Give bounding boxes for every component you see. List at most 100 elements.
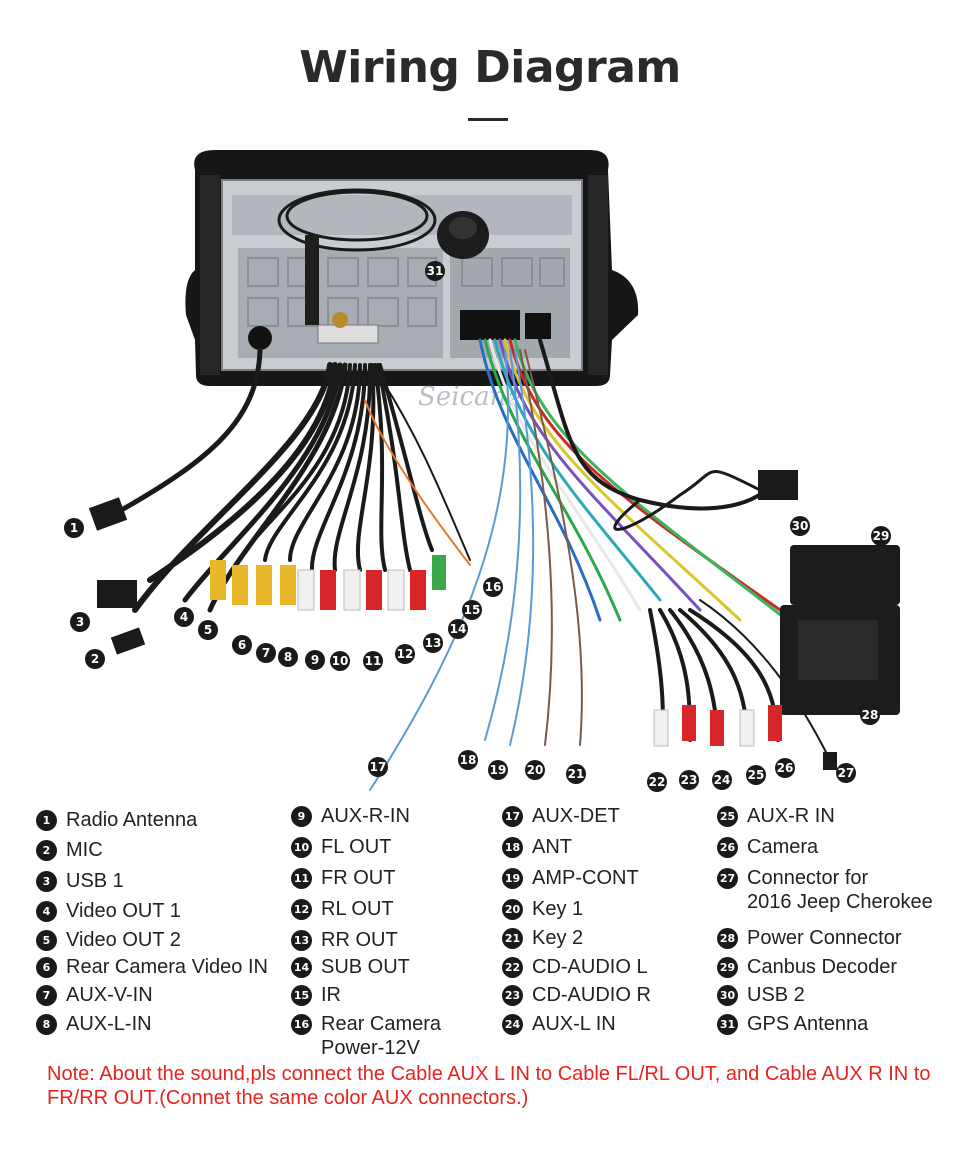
legend-label: Rear Camera Video IN [66, 956, 268, 978]
legend-number-badge: 16 [291, 1014, 312, 1035]
legend-label: AMP-CONT [532, 867, 639, 889]
callout-23: 23 [679, 770, 699, 790]
legend-number-badge: 4 [36, 901, 57, 922]
callout-circle [566, 764, 586, 784]
callout-number: 23 [681, 773, 698, 787]
callout-17: 17 [368, 757, 388, 777]
legend-label: SUB OUT [321, 956, 410, 978]
legend-label: Video OUT 2 [66, 929, 181, 951]
legend-label: USB 1 [66, 870, 124, 892]
callout-7: 7 [256, 643, 276, 663]
legend-label: Canbus Decoder [747, 956, 898, 978]
legend-item-3: 3 USB 1 [36, 869, 124, 893]
legend-label: Video OUT 1 [66, 900, 181, 922]
callout-number: 2 [91, 652, 99, 666]
legend-label: AUX-DET [532, 805, 620, 827]
right-connectors [653, 470, 900, 770]
callout-number: 9 [311, 653, 319, 667]
callout-4: 4 [174, 607, 194, 627]
legend-label: AUX-R IN [747, 805, 835, 827]
callout-26: 26 [775, 758, 795, 778]
legend-item-14: 14 SUB OUT [291, 955, 410, 979]
callout-number: 18 [460, 753, 477, 767]
legend-number-badge: 8 [36, 1014, 57, 1035]
legend-label: RL OUT [321, 898, 394, 920]
legend-label: AUX-L-IN [66, 1013, 152, 1035]
callout-circle [775, 758, 795, 778]
legend-number-badge: 27 [717, 868, 738, 889]
callout-circle [836, 763, 856, 783]
legend-number-badge: 3 [36, 871, 57, 892]
callout-15: 15 [462, 600, 482, 620]
callout-number: 20 [527, 763, 544, 777]
legend-label: GPS Antenna [747, 1013, 869, 1035]
callout-circle [458, 750, 478, 770]
callout-circle [423, 633, 443, 653]
callout-circle [278, 647, 298, 667]
callout-number: 26 [777, 761, 794, 775]
callout-6: 6 [232, 635, 252, 655]
callout-circle [679, 770, 699, 790]
legend-number-badge: 23 [502, 985, 523, 1006]
callout-number: 29 [873, 529, 890, 543]
callout-circle [448, 619, 468, 639]
legend-label: MIC [66, 839, 103, 861]
legend-item-22: 22 CD-AUDIO L [502, 955, 648, 979]
callout-2: 2 [85, 649, 105, 669]
callout-number: 25 [748, 768, 765, 782]
callout-circle [488, 760, 508, 780]
left-connectors [88, 497, 446, 655]
legend-label: ANT [532, 836, 572, 858]
callout-11: 11 [363, 651, 383, 671]
legend-number-badge: 14 [291, 957, 312, 978]
callout-1: 1 [64, 518, 84, 538]
callout-30: 30 [790, 516, 810, 536]
legend-number-badge: 22 [502, 957, 523, 978]
callout-circle [368, 757, 388, 777]
callout-circle [790, 516, 810, 536]
legend-label: RR OUT [321, 929, 398, 951]
callout-28: 28 [860, 705, 880, 725]
legend-number-badge: 7 [36, 985, 57, 1006]
legend-label: IR [321, 984, 341, 1006]
callout-circle [712, 770, 732, 790]
callout-22: 22 [647, 772, 667, 792]
callout-29: 29 [871, 526, 891, 546]
legend-label: CD-AUDIO L [532, 956, 648, 978]
callout-12: 12 [395, 644, 415, 664]
callout-number: 21 [568, 767, 585, 781]
callout-circle [871, 526, 891, 546]
callout-number: 8 [284, 650, 292, 664]
callout-number: 15 [464, 603, 481, 617]
callout-number: 7 [262, 646, 270, 660]
legend-number-badge: 5 [36, 930, 57, 951]
legend-label: Key 1 [532, 898, 584, 920]
callout-number: 10 [332, 654, 349, 668]
callout-number: 13 [425, 636, 442, 650]
callout-number: 11 [365, 654, 382, 668]
callout-20: 20 [525, 760, 545, 780]
legend-label: AUX-L IN [532, 1013, 616, 1035]
cable-bundle [115, 338, 831, 791]
callout-circle [85, 649, 105, 669]
callout-number: 22 [649, 775, 666, 789]
callout-circle [174, 607, 194, 627]
legend-item-4: 4 Video OUT 1 [36, 899, 181, 923]
callout-circle [70, 612, 90, 632]
callout-19: 19 [488, 760, 508, 780]
